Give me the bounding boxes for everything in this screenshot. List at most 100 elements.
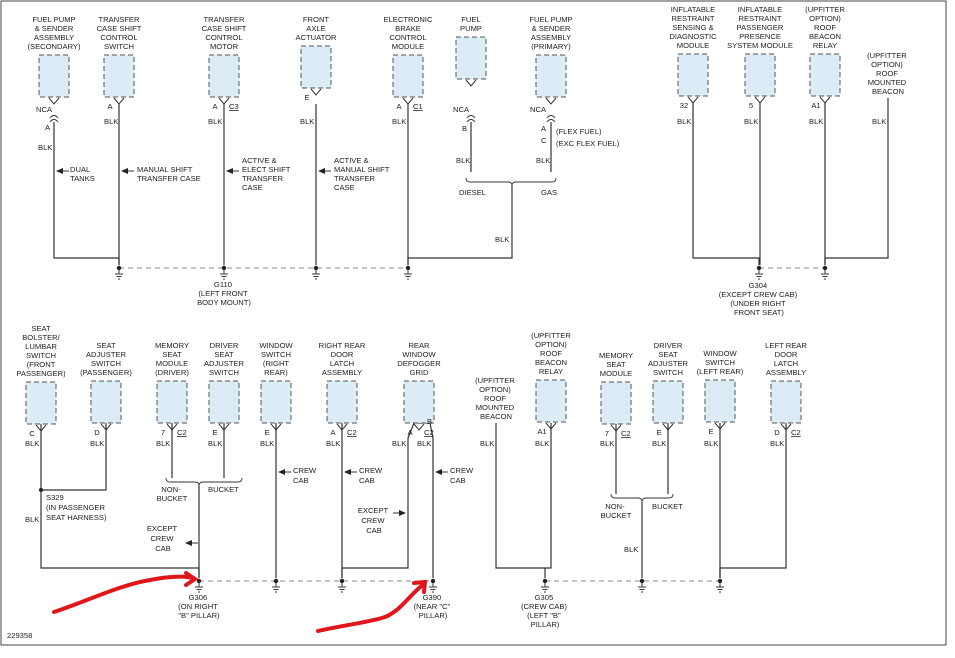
wire-color-label: BLK [156,439,170,448]
component-label: MODULE [392,42,425,51]
wire-color-label: BLK [326,439,340,448]
component-label: CONTROL [205,33,242,42]
component-box [403,380,435,424]
wire-color-label: BLK [417,439,431,448]
component-label: SWITCH [705,358,735,367]
fuel-option-flex: (FLEX FUEL) [556,127,602,136]
note-crew-cab: CREW CAB [450,466,475,485]
component-label: SEAT [606,360,626,369]
pin-label: A [107,102,113,111]
ground-symbol [429,578,437,593]
arrow-icon [318,168,325,174]
pin-label: A1 [811,101,820,110]
component-label: BEACON [535,358,567,367]
terminal-chevron [662,423,674,431]
pin-label: C [29,429,35,438]
component-label: INFLATABLE [738,5,782,14]
component-box [809,53,841,97]
component-label: ACTUATOR [295,33,337,42]
red-annotation-arrow [412,579,428,594]
ground-node [196,578,202,584]
ground-node [430,578,436,584]
note-non-bucket: NON- BUCKET [601,502,632,520]
component-label: BOLSTER/ [22,333,60,342]
ground-mark [638,583,646,593]
component-label: (UPFITTER [531,331,571,340]
arrow-icon [121,168,128,174]
note-active-manual-shift: ACTIVE & MANUAL SHIFT TRANSFER CASE [334,156,391,192]
component-box [103,54,135,98]
component-label: ASSEMBLY [34,33,74,42]
arrow-icon [435,469,442,475]
terminal-chevron [100,423,112,431]
ground-symbol [338,578,346,593]
ground-symbol [312,265,320,280]
component-label: REAR) [264,368,288,377]
wire-color-label: BLK [300,117,314,126]
wire-color-label: BLK [624,545,638,554]
component-label: CASE SHIFT [202,24,247,33]
ground-mark [115,270,123,280]
ground-label-g306: G306 (ON RIGHT "B" PILLAR) [178,593,220,620]
wire [719,423,787,578]
inline-connector-icon [49,115,59,123]
wire [407,186,513,265]
component-label: SWITCH [209,368,239,377]
wire-color-label: BLK [38,143,52,152]
component-label: SWITCH [261,350,291,359]
ground-node [639,578,645,584]
terminal-chevron [270,423,282,431]
arrow-icon [56,168,63,174]
roof-mounted-beacon-label-bottom: (UPFITTER OPTION) ROOF MOUNTED BEACON [475,376,517,421]
ground-node [221,265,227,271]
ground-symbol [638,578,646,593]
component: SEATBOLSTER/LUMBARSWITCH(FRONTPASSENGER)… [16,324,66,438]
arrow-icon [278,469,285,475]
ground-node [717,578,723,584]
terminal-chevron [780,423,792,431]
wire [53,122,120,265]
note-crew-cab: CREW CAB [359,466,384,485]
component-label: DOOR [775,350,798,359]
component-box [677,53,709,97]
ground-node [339,578,345,584]
splice-node [39,488,43,492]
component-label: MODULE [677,41,710,50]
component-label: (PASSENGER) [80,368,132,377]
connector-label: C2 [424,428,434,437]
ground-symbol [404,265,412,280]
pin-label-nca: NCA [36,105,53,114]
splice-description: (IN PASSENGER SEAT HARNESS) [46,503,107,522]
component-label: GRID [410,368,430,377]
ground-label-g110: G110 (LEFT FRONT BODY MOUNT) [197,280,251,307]
ground-node [756,265,762,271]
component-label: (LEFT REAR) [697,367,744,376]
terminal-chevron [166,423,178,431]
terminal-chevron [754,96,766,104]
terminal-chevron [714,422,726,430]
pin-label: A [212,102,218,111]
ground-mark [312,270,320,280]
ground-label-g305: G305 (CREW CAB) (LEFT "B" PILLAR) [521,593,569,629]
note-manual-shift-transfer-case: MANUAL SHIFT TRANSFER CASE [137,165,201,183]
component-label: SWITCH [104,42,134,51]
ground-mark [220,270,228,280]
wire [429,422,434,578]
pin-label-c: C [541,136,547,145]
terminal-chevron [218,423,230,431]
pin-label: A [330,428,336,437]
component-label: ADJUSTER [86,350,127,359]
component-label: ADJUSTER [648,359,689,368]
component: INFLATABLERESTRAINTPASSENGERPRESENCESYST… [727,5,793,110]
ground-symbol [272,578,280,593]
wire [495,423,546,578]
component-label: PASSENGER [737,23,784,32]
